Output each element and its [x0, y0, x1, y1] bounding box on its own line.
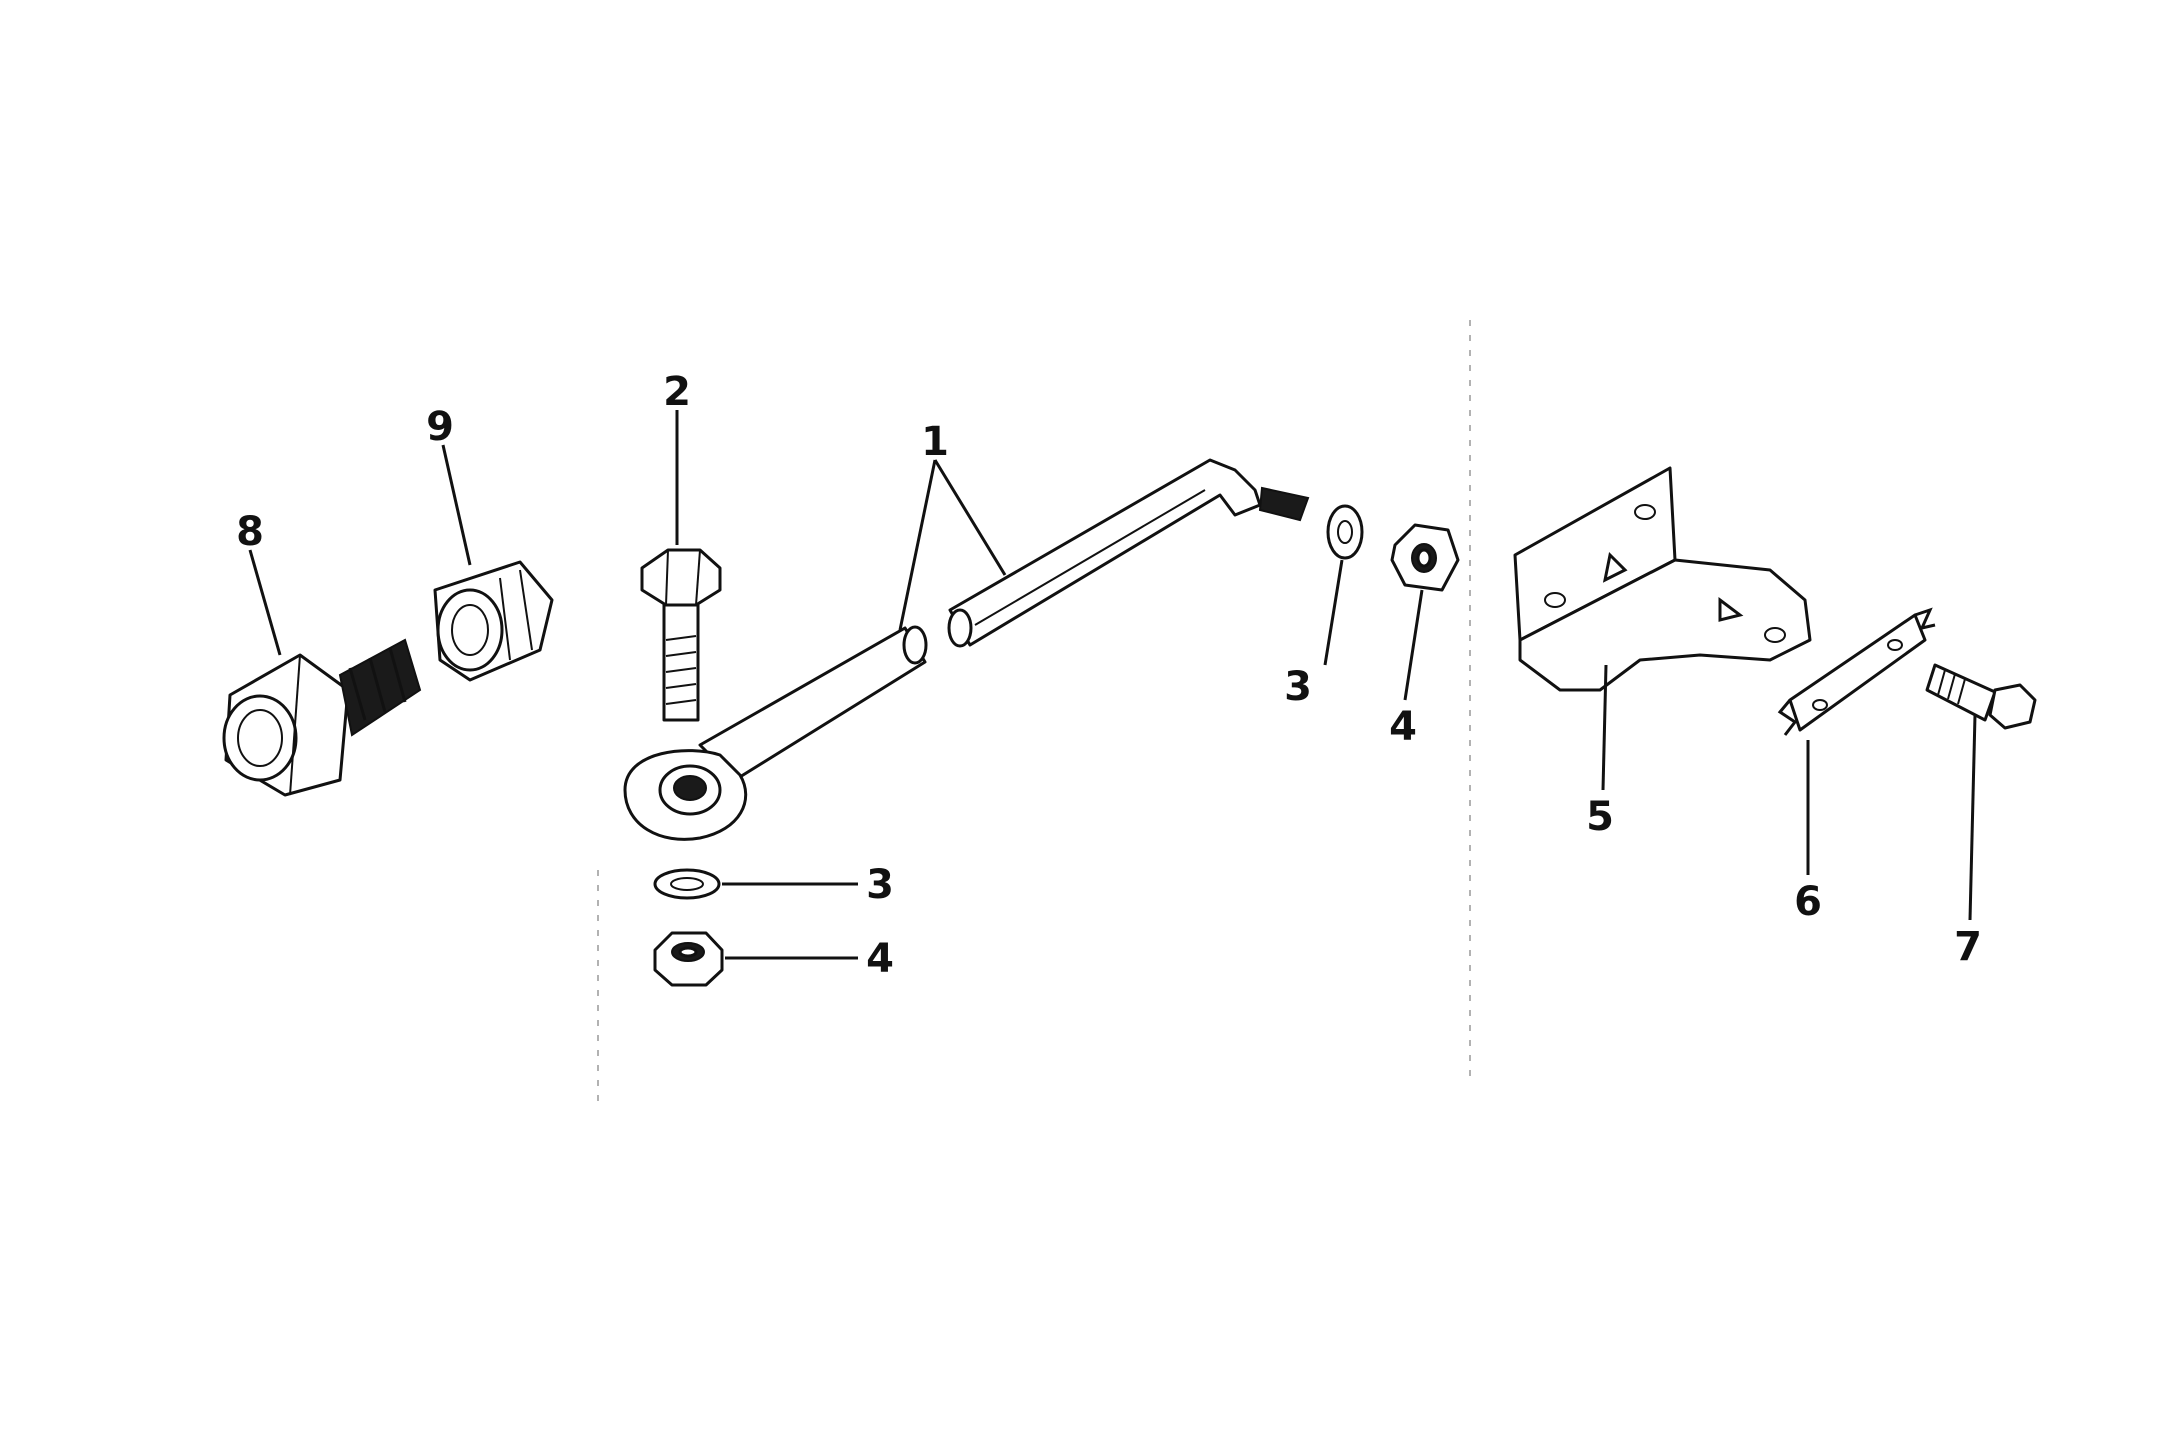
- leader-3-upper: [1323, 559, 1344, 666]
- leader-7: [1968, 714, 1977, 921]
- callout-7: 7: [1954, 924, 1982, 970]
- callout-2: 2: [663, 369, 691, 415]
- leader-lines: [248, 410, 1977, 960]
- leader-8: [248, 549, 282, 656]
- part-2-bolt: [640, 548, 722, 722]
- part-3-washer-upper: [1326, 504, 1364, 560]
- callout-8: 8: [236, 509, 264, 555]
- leader-1a: [898, 459, 937, 631]
- callout-4-lower: 4: [866, 936, 894, 982]
- callout-4-upper: 4: [1389, 704, 1417, 750]
- callout-3-lower: 3: [866, 862, 894, 908]
- leader-9: [441, 444, 472, 566]
- leader-5: [1601, 664, 1608, 791]
- part-6-retaining-clip: [1777, 607, 1936, 736]
- leader-4-upper: [1403, 589, 1424, 701]
- callout-6: 6: [1794, 879, 1822, 925]
- part-4-nut-lower: [653, 931, 724, 987]
- part-4-nut-upper: [1390, 523, 1460, 592]
- callout-1: 1: [921, 419, 949, 465]
- callout-3-upper: 3: [1284, 664, 1312, 710]
- part-8-threaded-adapter: [222, 638, 422, 797]
- part-5-bracket: [1513, 466, 1812, 692]
- callout-9: 9: [426, 404, 454, 450]
- leader-1b: [933, 459, 1007, 576]
- part-7-small-bolt: [1925, 663, 2037, 730]
- part-3-washer-lower: [653, 868, 721, 900]
- part-9-coupling-nut: [433, 560, 554, 682]
- part-1-rod-assembly: [623, 458, 1310, 841]
- callout-5: 5: [1586, 794, 1614, 840]
